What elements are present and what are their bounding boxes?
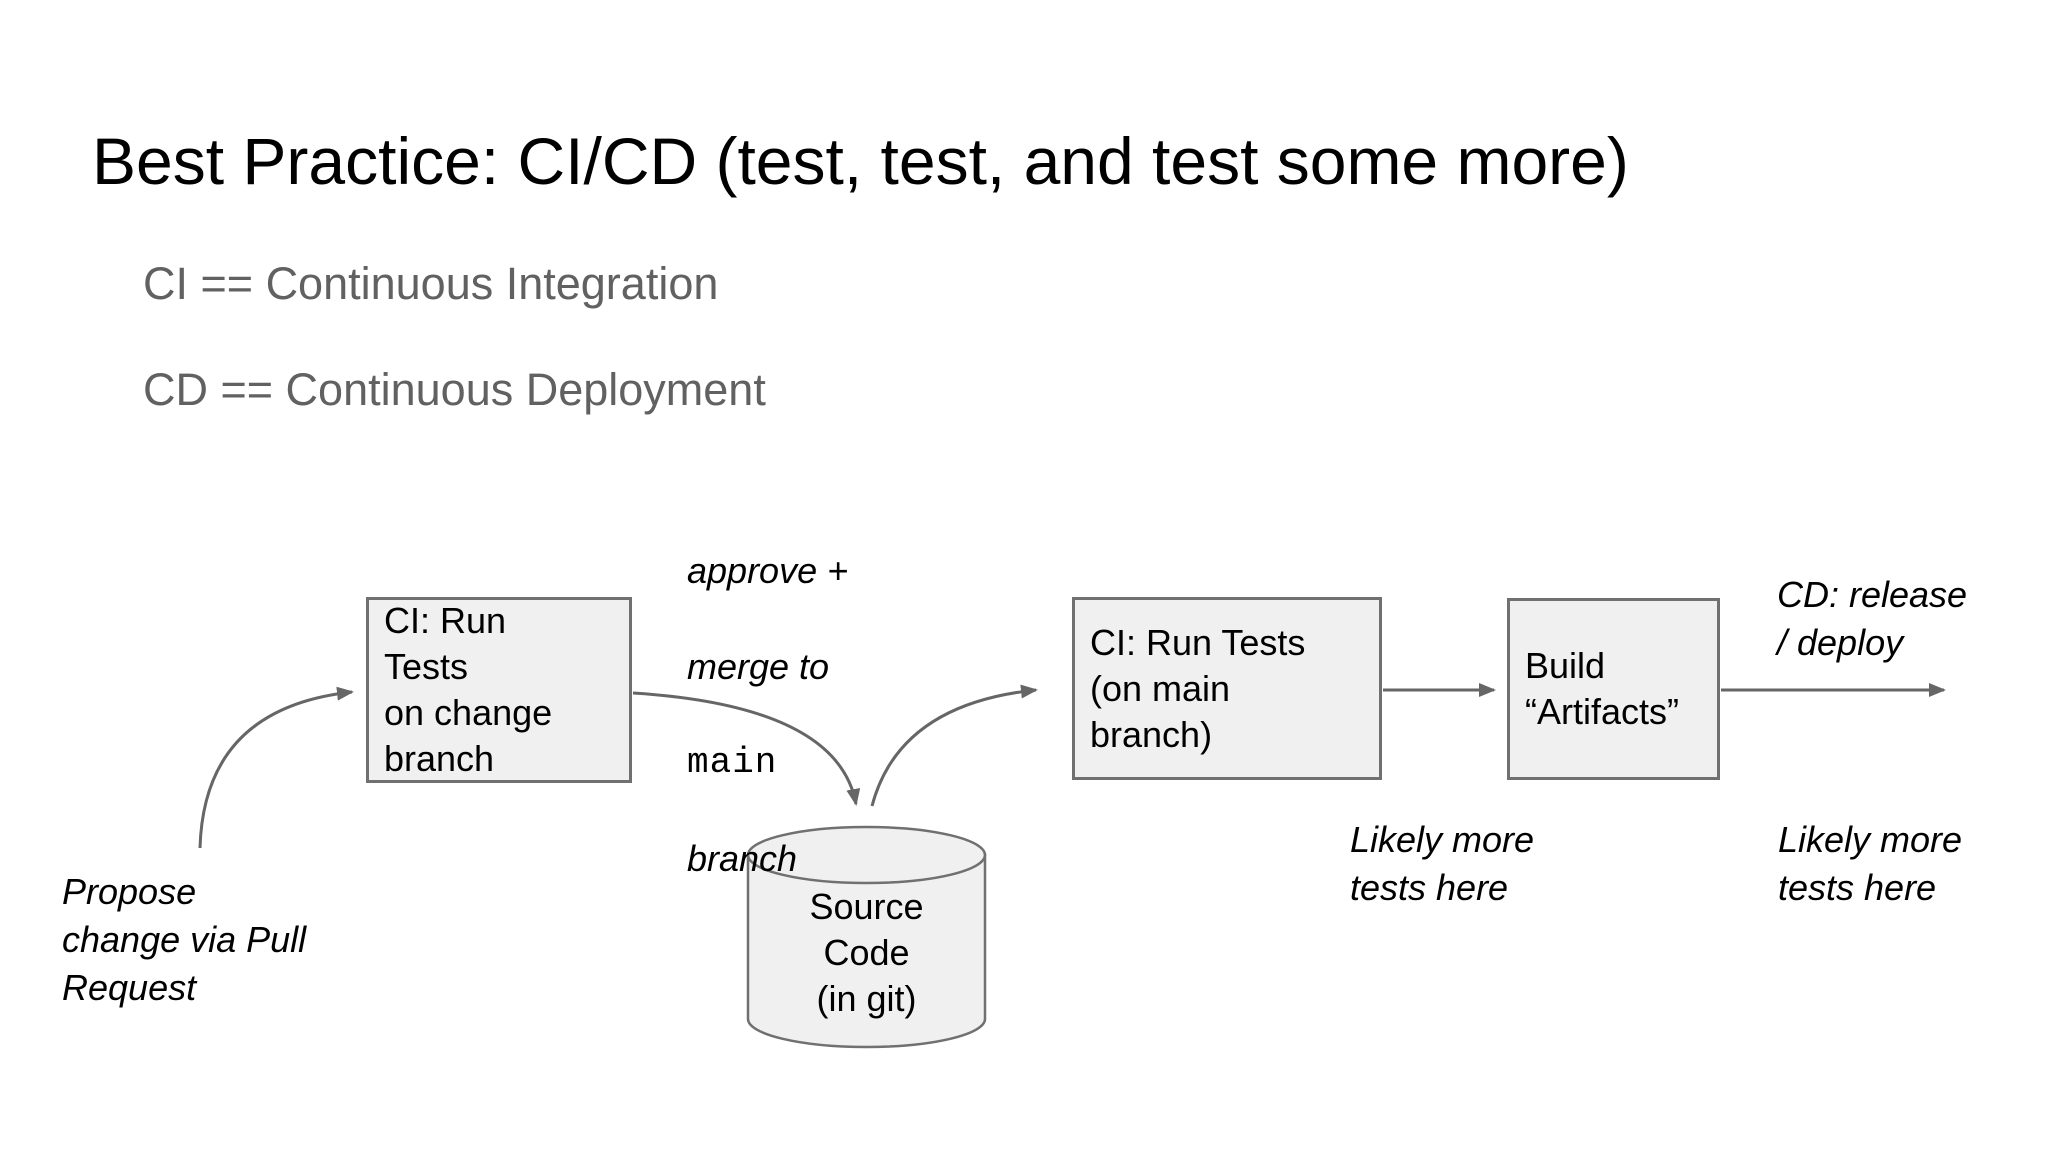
box-build-artifacts-label: Build “Artifacts” — [1525, 645, 1680, 732]
box-build-artifacts: Build “Artifacts” — [1507, 598, 1720, 780]
box-ci-run-tests-main-branch: CI: Run Tests (on main branch) — [1072, 597, 1382, 780]
note-approve-merge-main-branch-code: main — [687, 742, 778, 783]
source-code-cylinder-body — [746, 853, 987, 1049]
note-cd-release-deploy: CD: release / deploy — [1777, 574, 1968, 663]
note-likely-more-tests-deploy: Likely more tests here — [1778, 819, 1963, 908]
note-approve-merge-line3: branch — [687, 838, 798, 879]
arrow-source-to-ci-main — [870, 684, 1038, 807]
note-likely-more-tests-main: Likely more tests here — [1350, 819, 1535, 908]
source-code-cylinder-label: Source Code (in git) — [809, 886, 924, 1019]
source-code-cylinder-top — [746, 825, 987, 885]
box-ci-run-tests-change-branch-label: CI: Run Tests on change branch — [384, 600, 553, 779]
slide-title: Best Practice: CI/CD (test, test, and te… — [92, 124, 1629, 198]
box-ci-run-tests-change-branch: CI: Run Tests on change branch — [366, 597, 632, 783]
note-approve-merge: approve + merge to main branch — [687, 499, 848, 931]
definition-cd: CD == Continuous Deployment — [143, 364, 766, 415]
note-approve-merge-line2: merge to — [687, 646, 830, 687]
arrow-propose-to-ci-change — [198, 686, 354, 849]
note-propose-pull-request: Propose change via Pull Request — [62, 871, 307, 1008]
arrow-ci-change-to-source — [632, 691, 861, 806]
definition-ci: CI == Continuous Integration — [143, 258, 719, 309]
note-approve-merge-line1: approve + — [687, 550, 849, 591]
box-ci-run-tests-main-branch-label: CI: Run Tests (on main branch) — [1090, 621, 1306, 755]
